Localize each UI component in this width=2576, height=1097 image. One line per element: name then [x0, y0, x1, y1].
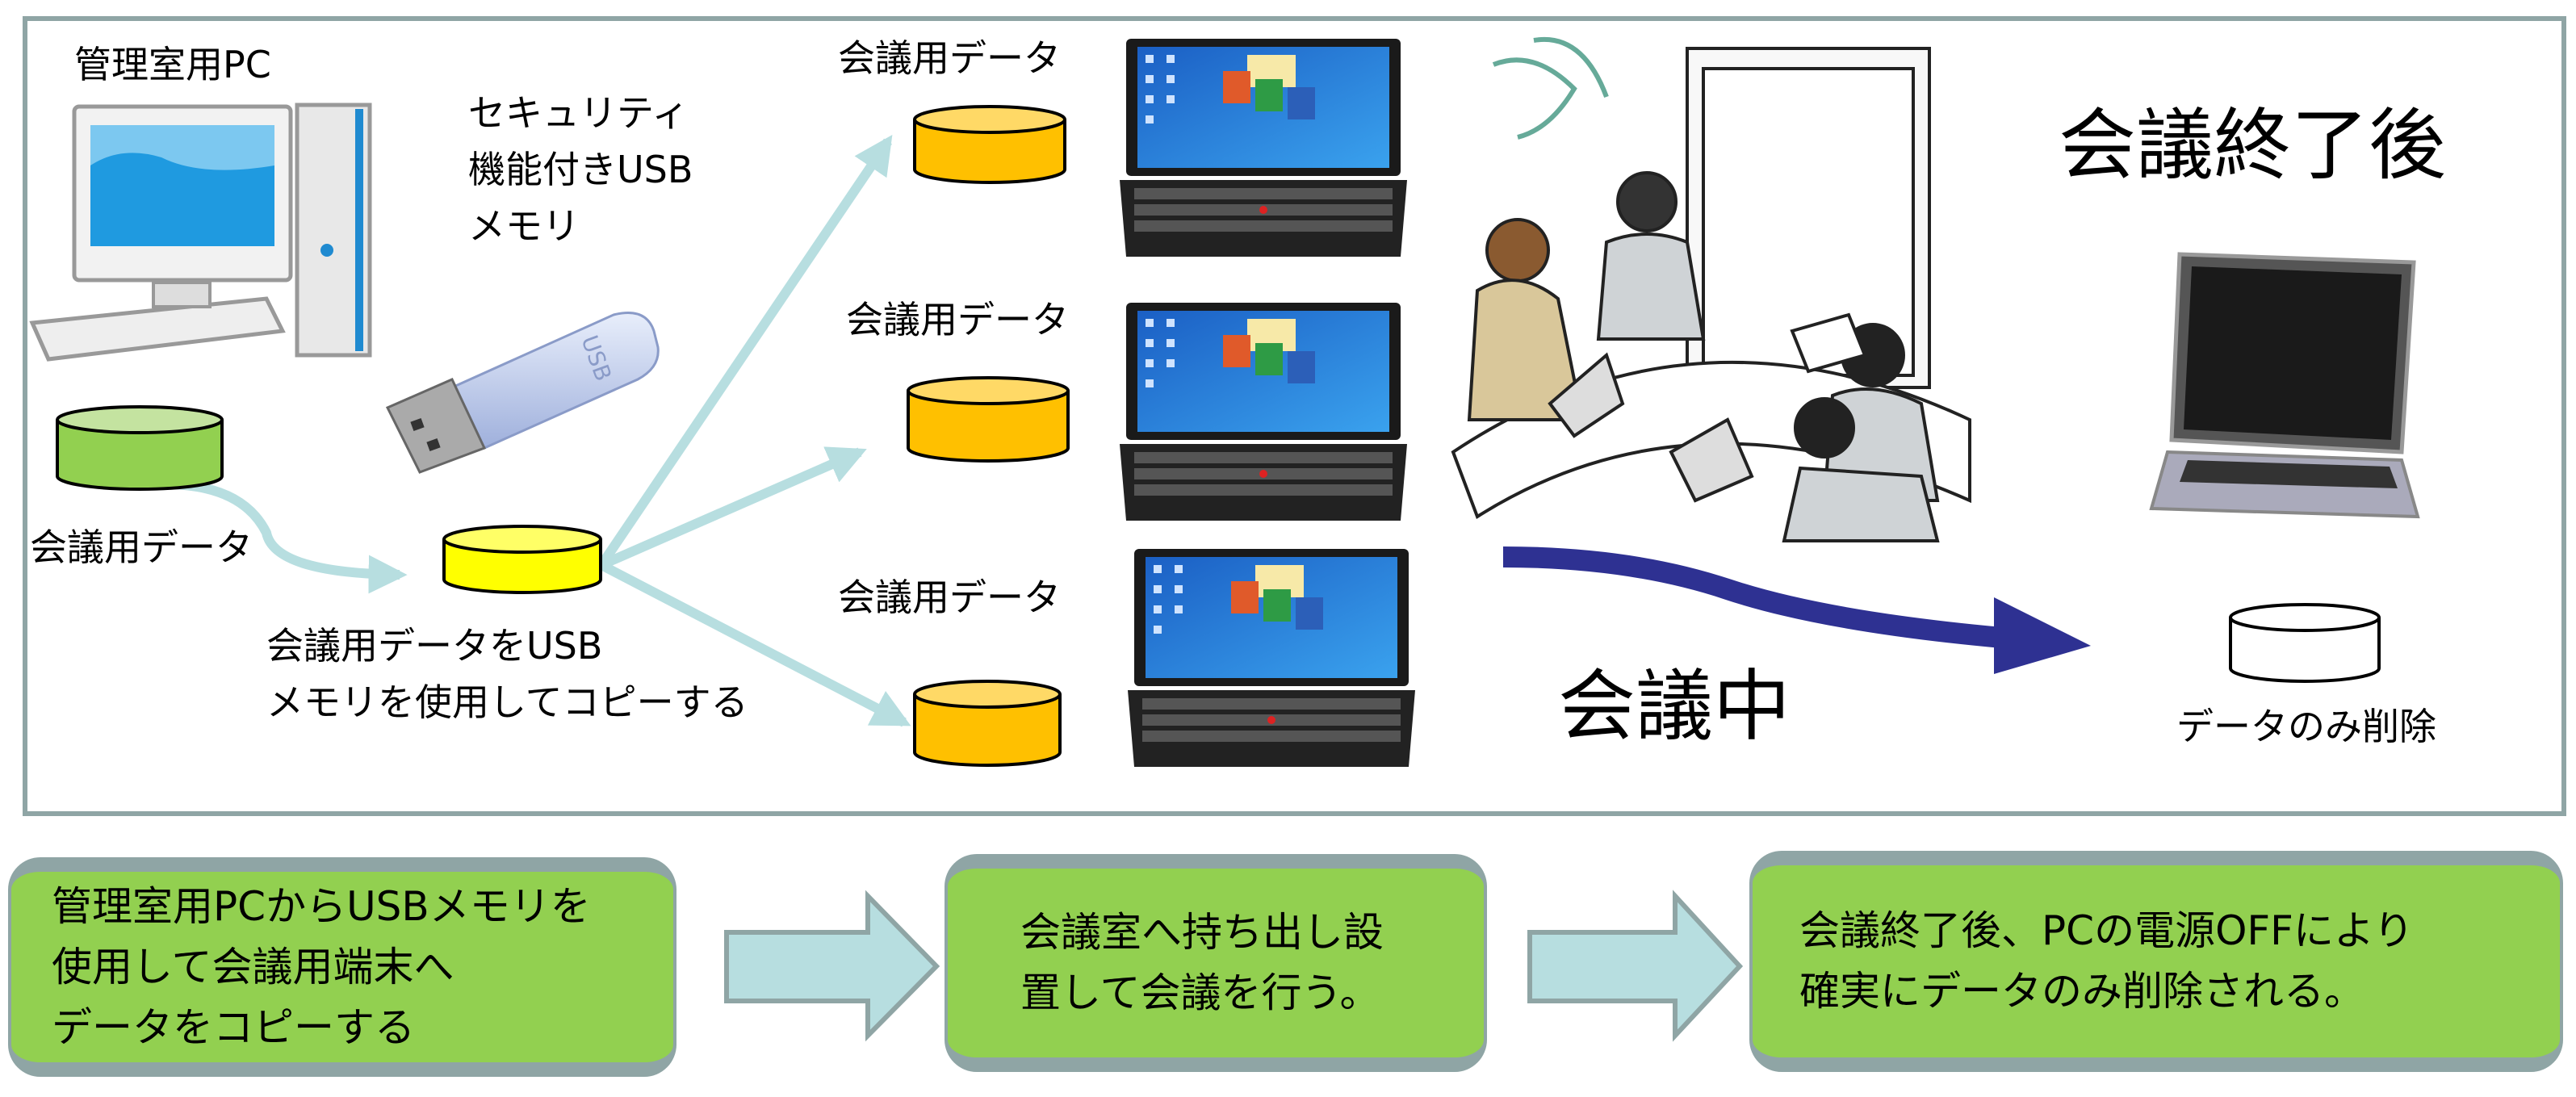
- meeting-laptop-1-icon: [1120, 39, 1407, 257]
- admin-pc-label: 管理室用PC: [74, 43, 271, 86]
- step-1-line-3: データをコピーする: [52, 1003, 415, 1051]
- source-data-label: 会議用データ: [30, 525, 253, 569]
- flow-arrow-to-terminal-3: [599, 560, 911, 727]
- step-1-line-1: 管理室用PCからUSBメモリを: [52, 882, 591, 930]
- terminal-data-cylinder-1: [913, 105, 1066, 184]
- during-meeting-label: 会議中: [1558, 661, 1791, 752]
- meeting-arrow-head: [1994, 597, 2091, 674]
- terminal-data-label-2: 会議用データ: [846, 298, 1069, 341]
- step-3-line-2: 確実にデータのみ削除される。: [1799, 968, 2364, 1015]
- usb-label-line-2: 機能付きUSB: [468, 148, 693, 191]
- step-arrow-2: [1527, 890, 1744, 1042]
- step-box-3: 会議終了後、PCの電源OFFにより 確実にデータのみ削除される。: [1749, 851, 2563, 1072]
- usb-label-line-1: セキュリティ: [468, 91, 689, 135]
- terminal-data-cylinder-3: [913, 680, 1062, 767]
- terminal-data-label-1: 会議用データ: [838, 36, 1061, 80]
- terminal-data-cylinder-2: [907, 376, 1070, 463]
- meeting-laptop-2-icon: [1120, 303, 1407, 521]
- meeting-scene-illustration: [1451, 36, 1971, 542]
- step-box-1: 管理室用PCからUSBメモリを 使用して会議用端末へ データをコピーする: [8, 857, 676, 1077]
- after-meeting-laptop-icon: [2149, 252, 2420, 519]
- step-1-line-2: 使用して会議用端末へ: [52, 943, 454, 990]
- usb-stick-icon: USB: [385, 312, 660, 474]
- data-deleted-label: データのみ削除: [2176, 705, 2436, 748]
- step-3-line-1: 会議終了後、PCの電源OFFにより: [1799, 907, 2414, 954]
- flow-arrow-to-terminal-1: [597, 135, 893, 568]
- copy-caption-line-2: メモリを使用してコピーする: [266, 680, 748, 724]
- step-2-line-1: 会議室へ持ち出し設: [1020, 909, 1384, 956]
- after-meeting-title: 会議終了後: [2059, 100, 2446, 191]
- copy-caption-line-1: 会議用データをUSB: [266, 624, 603, 668]
- terminal-data-label-3: 会議用データ: [838, 576, 1061, 619]
- step-2-line-2: 置して会議を行う。: [1020, 969, 1380, 1016]
- diagram-frame: [23, 16, 2566, 816]
- flow-arrow-to-terminal-2: [599, 446, 867, 570]
- usb-data-cylinder: [442, 525, 602, 594]
- usb-label-line-3: メモリ: [468, 204, 580, 248]
- meeting-progress-arrow: [1502, 546, 2004, 648]
- deleted-data-cylinder: [2229, 603, 2381, 683]
- source-data-cylinder: [56, 405, 224, 491]
- step-arrow-1: [724, 890, 940, 1042]
- meeting-laptop-3-icon: [1128, 549, 1415, 767]
- flow-arrow-to-usb: [165, 479, 408, 594]
- admin-pc-icon: [29, 103, 372, 362]
- step-box-2: 会議室へ持ち出し設 置して会議を行う。: [945, 854, 1487, 1072]
